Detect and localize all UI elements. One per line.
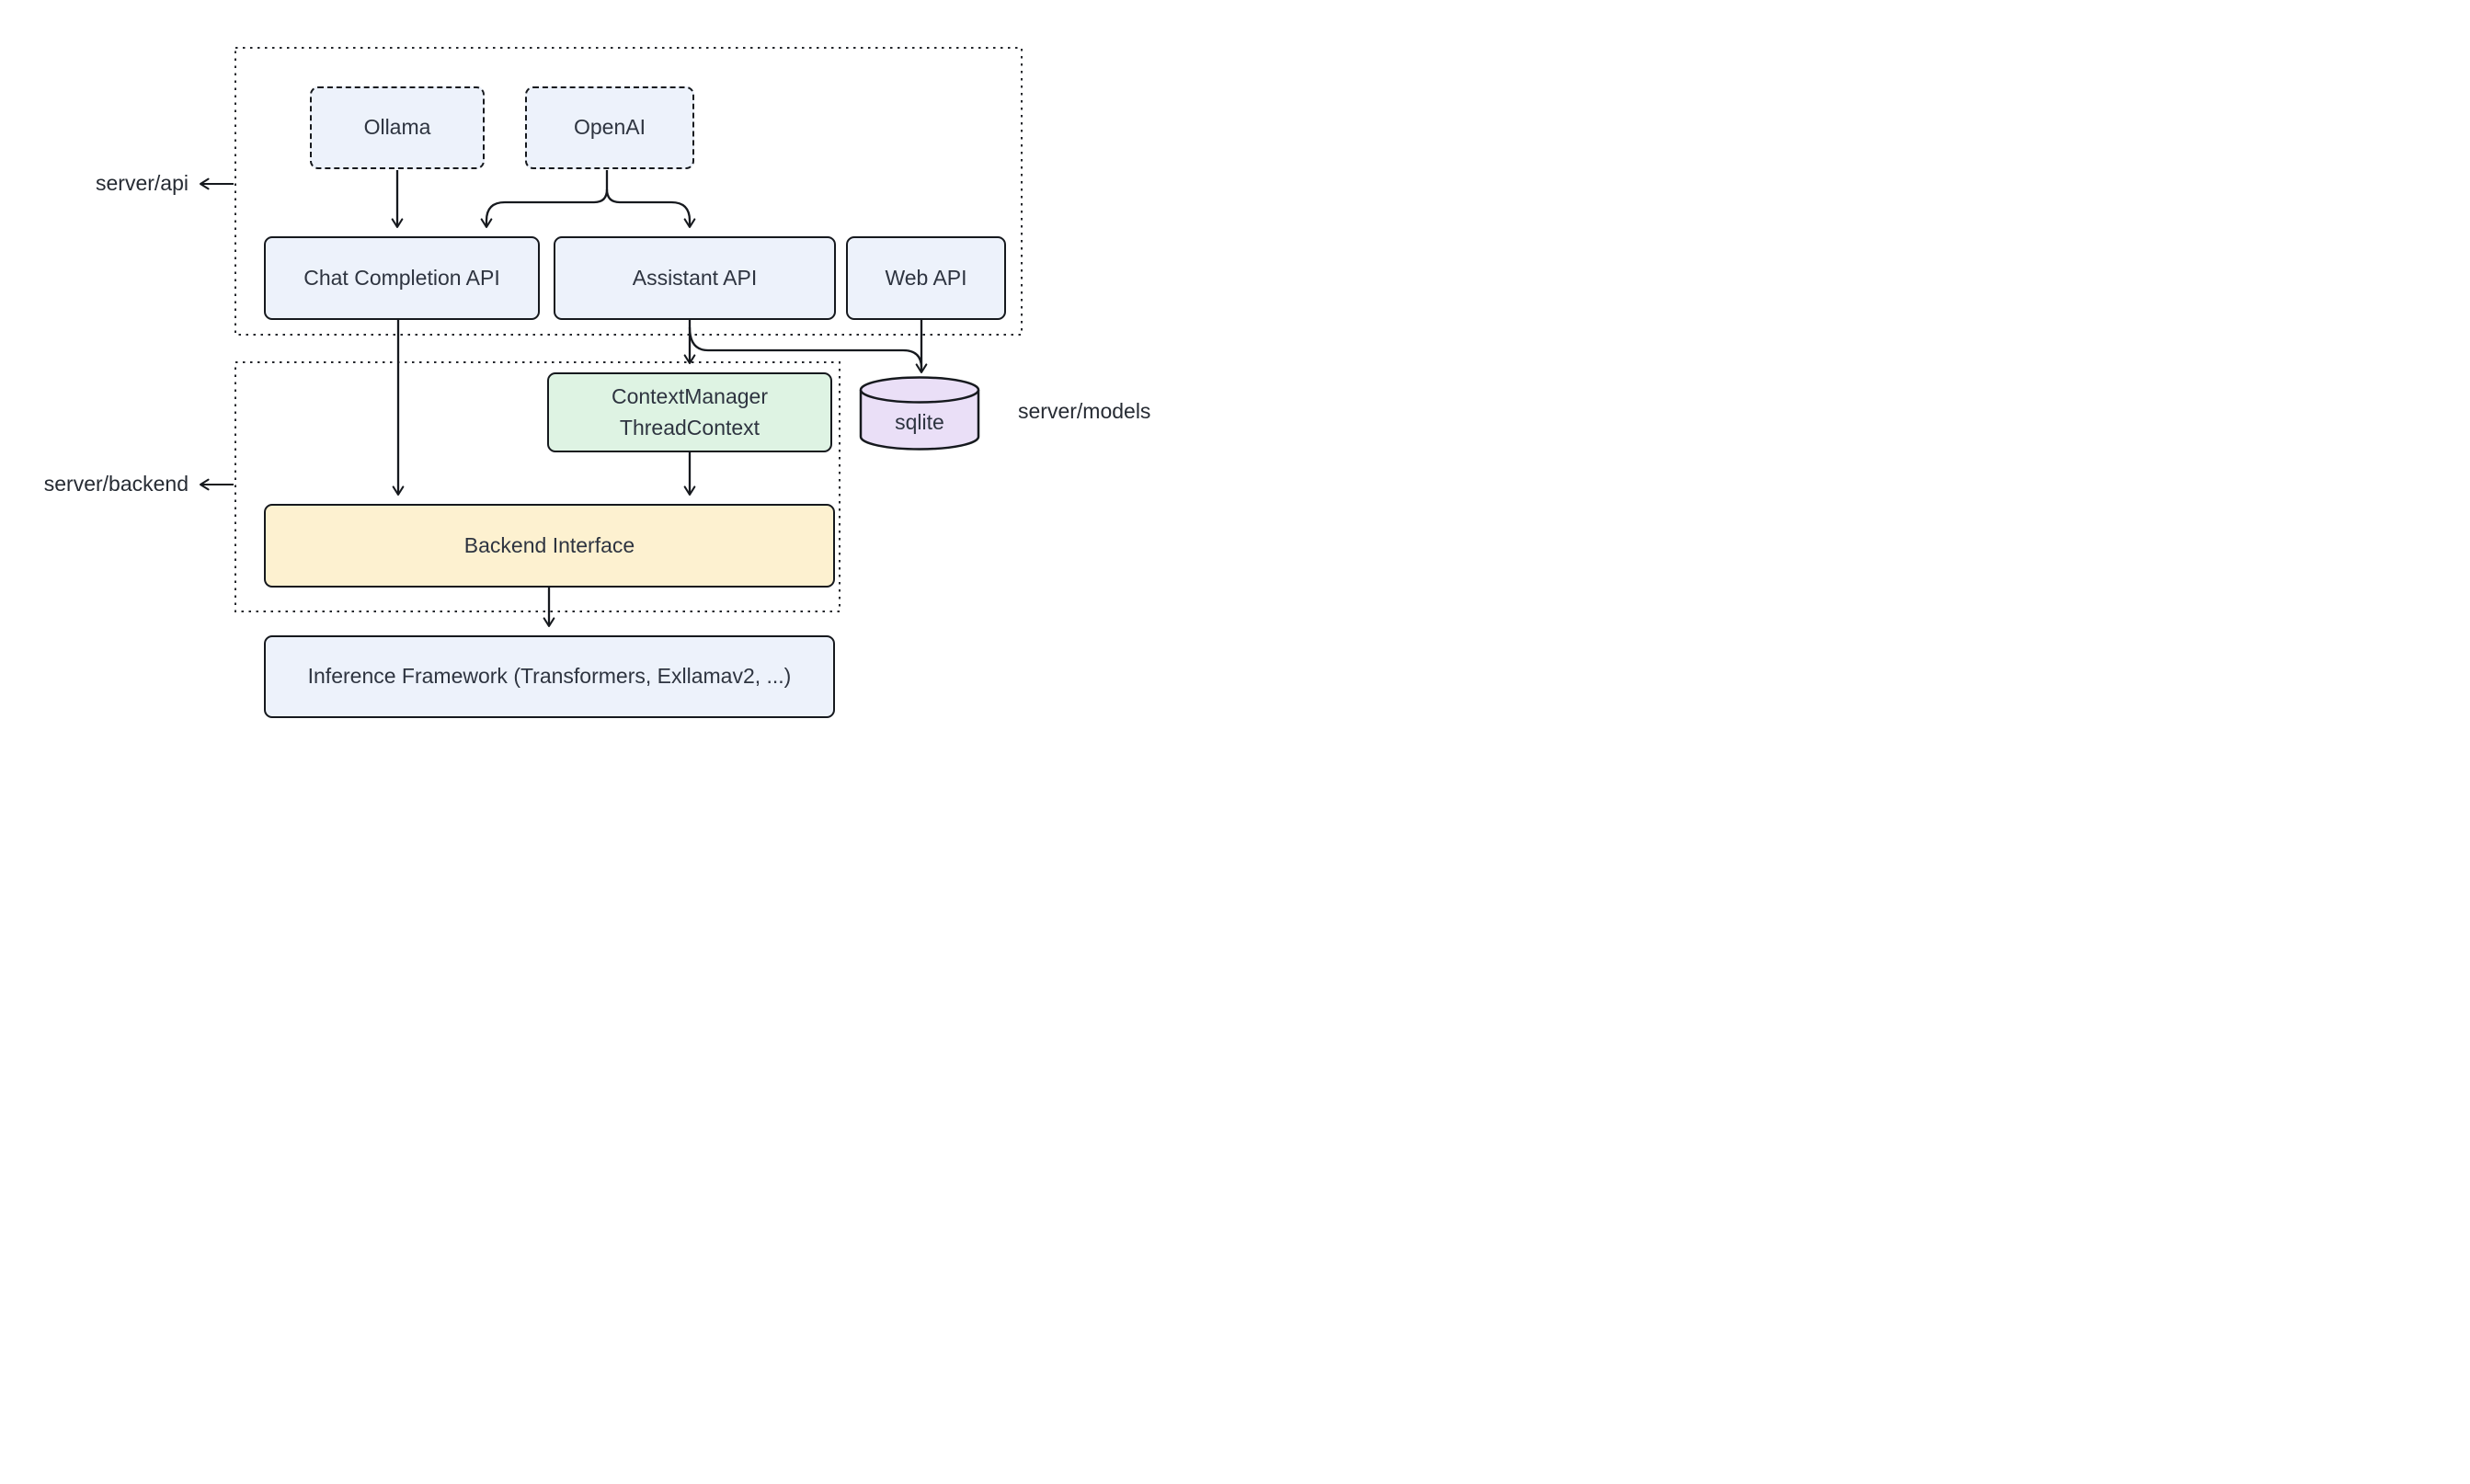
node-context-manager-label-line2: ThreadContext [619, 415, 760, 439]
server-models-region-label: server/models [1018, 399, 1151, 423]
node-web-api: Web API [846, 236, 1006, 320]
architecture-diagram: server/api server/backend server/models … [0, 0, 1235, 742]
node-backend-interface: Backend Interface [264, 504, 835, 588]
node-chat-completion-api-label: Chat Completion API [303, 265, 500, 290]
node-inference-framework: Inference Framework (Transformers, Exlla… [264, 635, 835, 718]
edge-openai-to-chat-completion [480, 170, 609, 229]
node-sqlite-label: sqlite [895, 409, 944, 434]
node-openai: OpenAI [525, 86, 694, 169]
node-assistant-api: Assistant API [554, 236, 836, 320]
node-openai-label: OpenAI [574, 115, 646, 140]
node-backend-interface-label: Backend Interface [463, 532, 635, 557]
edge-openai-to-assistant [605, 188, 696, 229]
server-api-region-label: server/api [96, 171, 189, 195]
node-context-manager: ContextManager ThreadContext [547, 372, 832, 452]
node-inference-framework-label: Inference Framework (Transformers, Exlla… [307, 664, 792, 689]
node-ollama: Ollama [310, 86, 485, 169]
edge-assistant-to-sqlite [688, 326, 923, 369]
node-ollama-label: Ollama [363, 115, 431, 140]
node-chat-completion-api: Chat Completion API [264, 236, 540, 320]
node-context-manager-label-line1: ContextManager [611, 384, 769, 409]
server-backend-region-label: server/backend [43, 472, 189, 496]
node-assistant-api-label: Assistant API [632, 265, 758, 290]
node-web-api-label: Web API [885, 265, 967, 290]
